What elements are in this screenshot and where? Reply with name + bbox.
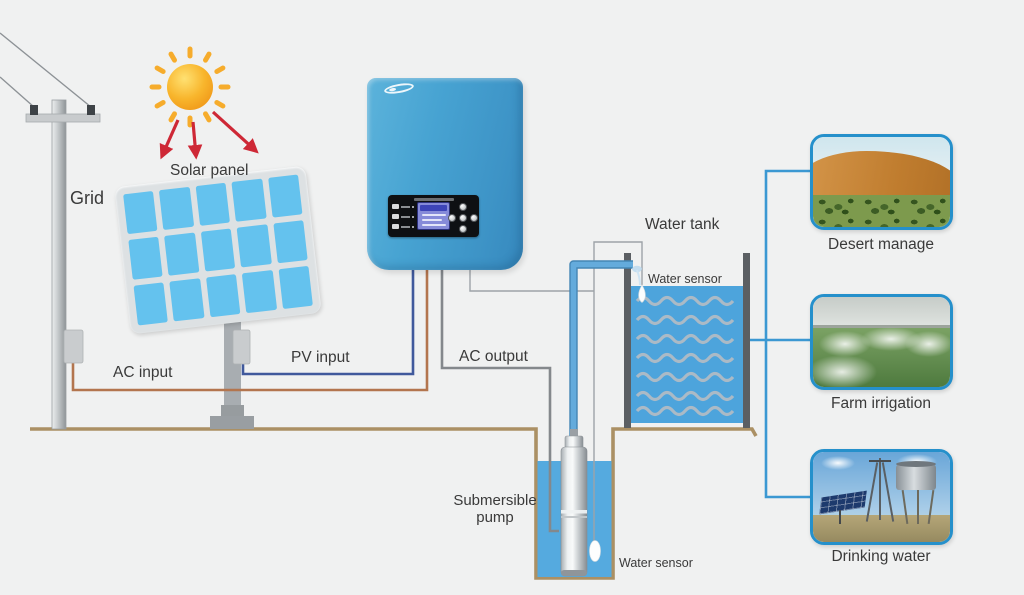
brand-logo	[383, 81, 415, 96]
pipe-splash	[632, 265, 642, 273]
cloud	[821, 456, 855, 470]
pv-input-label: PV input	[291, 349, 350, 366]
pv-cell	[278, 265, 313, 310]
solar-panel	[114, 165, 322, 335]
panel-title-text	[414, 198, 454, 201]
lcd-display	[417, 202, 450, 230]
farm-horizon	[813, 324, 950, 328]
inverter-control-panel	[388, 195, 479, 237]
tank-water-sensor-label: Water sensor	[648, 272, 722, 286]
pv-cell	[231, 178, 267, 222]
pv-cell	[200, 228, 236, 272]
pv-cell	[241, 269, 277, 314]
ground-line	[30, 427, 758, 580]
left-button[interactable]	[448, 214, 456, 222]
lcd-text-row	[422, 224, 446, 226]
pv-cell	[267, 174, 303, 218]
status-led	[412, 226, 414, 228]
lcd-text-row	[422, 214, 446, 216]
desert-photo	[813, 137, 950, 227]
caption-farm-irrigation: Farm irrigation	[831, 395, 931, 412]
down-button[interactable]	[459, 225, 467, 233]
tank-wall-right	[743, 253, 750, 428]
insulator-right	[87, 105, 95, 115]
solar-pump-inverter	[367, 78, 523, 270]
desert-shrubs	[813, 194, 950, 227]
pv-cell	[205, 274, 241, 318]
well-water-sensor-label: Water sensor	[619, 556, 693, 570]
farm-sky	[813, 297, 950, 328]
status-led	[412, 216, 414, 218]
pv-cell	[133, 282, 169, 326]
farm-photo	[813, 297, 950, 387]
pv-cell	[195, 182, 231, 226]
photo-farm-irrigation	[810, 294, 953, 390]
wire-ac-input	[71, 266, 429, 392]
pv-cell	[164, 232, 200, 276]
pv-cell	[159, 186, 194, 231]
pole-shaft	[51, 99, 67, 430]
pole-crossarm	[25, 113, 101, 123]
tank-waves	[635, 295, 735, 417]
insulator-left	[30, 105, 38, 115]
pv-cell	[123, 190, 158, 235]
status-led	[412, 206, 414, 208]
water-storage-tank	[896, 461, 936, 490]
field-ground	[813, 515, 950, 542]
pv-cell	[169, 278, 205, 322]
tank-wall-left	[624, 253, 631, 428]
sun-icon	[149, 46, 231, 128]
panel-junction-box	[232, 329, 251, 365]
ac-input-label: AC input	[113, 364, 173, 381]
photo-drinking-water	[810, 449, 953, 545]
water-tank	[624, 253, 750, 428]
sprinkler-spray	[813, 355, 877, 387]
pv-cell	[128, 236, 164, 280]
pv-array-leg	[839, 510, 841, 524]
right-button[interactable]	[470, 214, 478, 222]
solar-panel-label: Solar panel	[170, 162, 249, 179]
tower-leg	[917, 490, 919, 524]
enter-button[interactable]	[459, 214, 467, 222]
up-button[interactable]	[459, 203, 467, 211]
grid-pole	[0, 32, 101, 430]
sprinkler-spray	[905, 331, 950, 357]
pipe-stream	[636, 269, 641, 286]
ac-output-label: AC output	[459, 348, 528, 365]
application-connectors	[750, 169, 810, 499]
windmill-blades	[869, 460, 891, 462]
caption-desert-manage: Desert manage	[828, 236, 934, 253]
status-label	[401, 226, 410, 228]
wire-pv-input	[241, 266, 415, 376]
grid-label: Grid	[70, 188, 105, 208]
grid-junction-box	[63, 329, 84, 364]
lcd-text-row	[422, 219, 442, 221]
pv-cell	[272, 220, 308, 264]
submersible-pump	[560, 429, 588, 577]
drinking-water-photo	[813, 452, 950, 542]
status-label	[401, 206, 410, 208]
caption-drinking-water: Drinking water	[831, 548, 931, 565]
photo-desert-manage	[810, 134, 953, 230]
tank-water-sensor	[638, 284, 646, 303]
lcd-header-bar	[420, 205, 447, 211]
windmill-mast	[879, 458, 881, 520]
sand-dune	[813, 151, 950, 202]
well-water-sensor	[589, 540, 601, 562]
water-pipe	[570, 261, 633, 452]
water-tank-label: Water tank	[645, 216, 720, 233]
irradiance-arrows-icon	[159, 110, 259, 160]
submersible-pump-label: Submersible pump	[453, 492, 537, 527]
status-label	[401, 216, 410, 218]
wire-ac-output	[440, 266, 559, 533]
pv-cell	[236, 224, 272, 268]
status-icon	[392, 204, 399, 209]
status-icon	[392, 214, 399, 219]
status-icon	[392, 224, 399, 229]
